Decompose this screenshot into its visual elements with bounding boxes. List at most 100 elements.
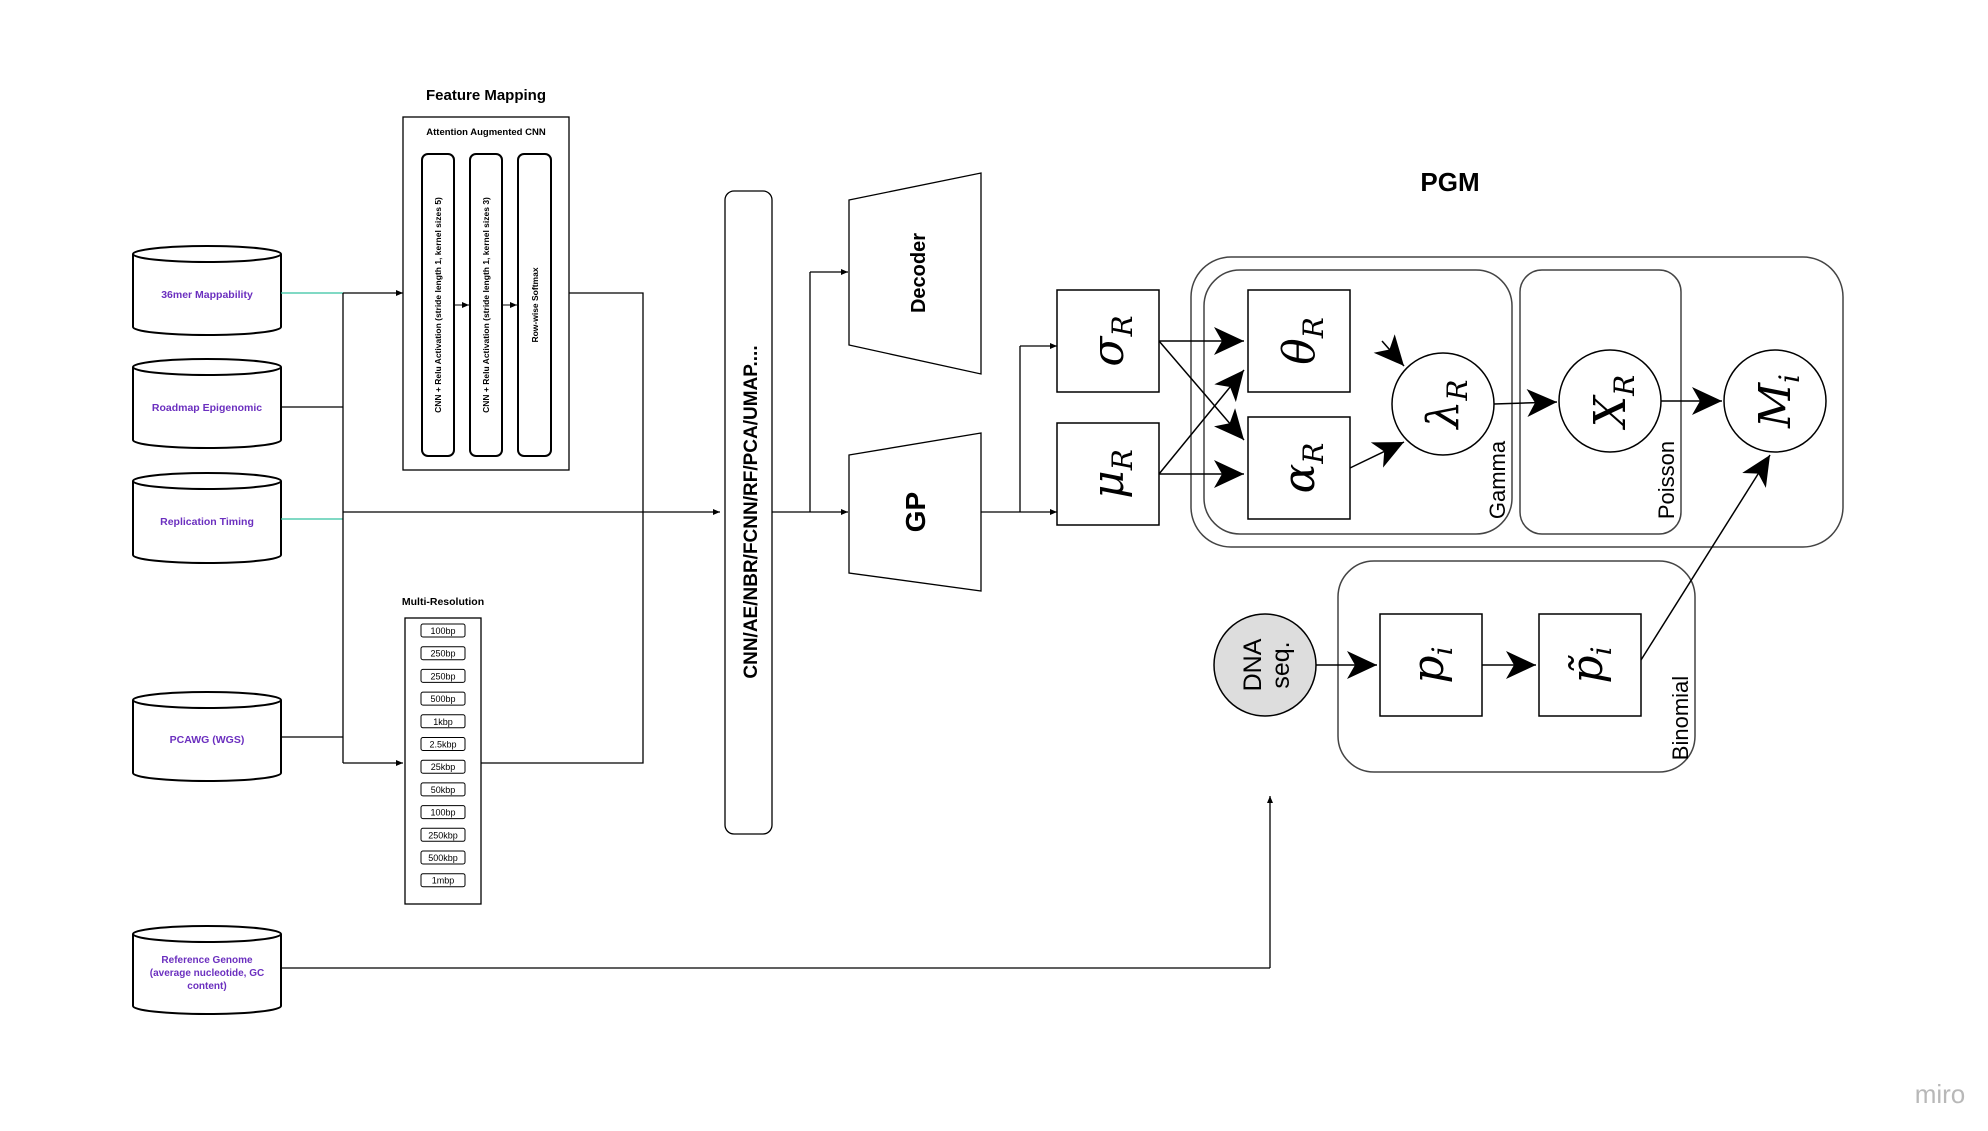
mu-symbol: μR bbox=[1083, 449, 1139, 499]
encoder-connectors bbox=[772, 269, 848, 515]
resolution-item-label: 100bp bbox=[430, 626, 455, 636]
feature-mapping: Feature Mapping Attention Augmented CNN … bbox=[402, 87, 570, 471]
resolution-item: 500kbp bbox=[420, 850, 466, 865]
p-tilde-symbol: p̃i bbox=[1562, 646, 1618, 683]
pgm-title: PGM bbox=[1420, 167, 1479, 197]
resolution-item: 250bp bbox=[420, 646, 466, 661]
resolution-item-box bbox=[420, 782, 466, 797]
multi-resolution-title: Multi-Resolution bbox=[402, 596, 484, 608]
decoder-label: Decoder bbox=[908, 233, 930, 313]
resolution-item-box bbox=[420, 646, 466, 661]
theta-node bbox=[1247, 289, 1351, 393]
theta-symbol: θR bbox=[1274, 317, 1330, 365]
source-pcawg-label: PCAWG (WGS) bbox=[170, 734, 245, 746]
resolution-item-box bbox=[420, 873, 466, 888]
lambda-symbol: λR bbox=[1418, 380, 1474, 431]
resolution-item: 100bp bbox=[420, 805, 466, 820]
softmax-layer bbox=[517, 153, 552, 457]
dna-seq-label: DNA seq. bbox=[1239, 638, 1295, 691]
svg-text:seq.: seq. bbox=[1267, 641, 1295, 688]
resolution-item: 100bp bbox=[420, 623, 466, 638]
svg-text:DNA: DNA bbox=[1239, 638, 1267, 691]
resolution-item: 50kbp bbox=[420, 782, 466, 797]
reference-label-line2: (average nucleotide, GC bbox=[150, 968, 264, 979]
m-node bbox=[1723, 349, 1827, 453]
encoder: CNN/AE/NBR/FCNN/RF/PCA/UMAP.... bbox=[724, 190, 773, 835]
source-connectors bbox=[281, 290, 1273, 969]
source-roadmap-label: Roadmap Epigenomic bbox=[152, 402, 262, 414]
pgm-edges bbox=[1158, 327, 1771, 679]
cnn-title: Attention Augmented CNN bbox=[426, 127, 546, 138]
multi-resolution: Multi-Resolution 100bp 250bp 250bp 500bp 1kb… bbox=[402, 596, 484, 905]
p-tilde-node bbox=[1538, 613, 1642, 717]
cnn-layer-2-label: CNN + Relu Activation (stride length 1, … bbox=[481, 197, 491, 413]
encoder-label: CNN/AE/NBR/FCNN/RF/PCA/UMAP.... bbox=[741, 345, 762, 678]
resolution-item-box bbox=[420, 623, 466, 638]
resolution-item: 250bp bbox=[420, 668, 466, 683]
m-symbol: Mi bbox=[1750, 374, 1806, 429]
resolution-item: 500bp bbox=[420, 691, 466, 706]
resolution-item-label: 250bp bbox=[430, 671, 455, 681]
resolution-item-box bbox=[420, 759, 466, 774]
resolution-item-box bbox=[420, 668, 466, 683]
x-symbol: XR bbox=[1585, 375, 1641, 430]
poisson-plate bbox=[1519, 269, 1682, 535]
binomial-plate bbox=[1337, 560, 1696, 773]
softmax-label: Row-wise Softmax bbox=[530, 267, 540, 342]
gamma-label: Gamma bbox=[1485, 440, 1510, 519]
resolution-item-label: 1mbp bbox=[432, 876, 455, 886]
source-replication: Replication Timing bbox=[132, 472, 282, 564]
feature-mapping-title: Feature Mapping bbox=[426, 87, 546, 104]
sigma-symbol: σR bbox=[1083, 315, 1139, 366]
source-mappability-label: 36mer Mappability bbox=[161, 289, 253, 301]
source-pcawg: PCAWG (WGS) bbox=[132, 691, 282, 782]
resolution-item: 25kbp bbox=[420, 759, 466, 774]
miro-watermark: miro bbox=[1915, 1079, 1966, 1109]
resolution-item-label: 25kbp bbox=[431, 762, 456, 772]
svg-text:pi: pi bbox=[1403, 646, 1459, 683]
resolution-item: 1mbp bbox=[420, 873, 466, 888]
pgm: PGM Gamma Poisson Binomial σR μR θR αR bbox=[1056, 167, 1844, 773]
resolution-item-label: 250bp bbox=[430, 649, 455, 659]
resolution-item: 250kbp bbox=[420, 827, 466, 842]
svg-text:σR: σR bbox=[1083, 315, 1139, 366]
svg-text:p̃i: p̃i bbox=[1562, 646, 1618, 683]
resolution-item-label: 100bp bbox=[430, 808, 455, 818]
poisson-label: Poisson bbox=[1654, 441, 1679, 519]
resolution-item-box bbox=[420, 691, 466, 706]
alpha-node bbox=[1247, 416, 1351, 520]
resolution-item-box bbox=[420, 850, 466, 865]
svg-text:λR: λR bbox=[1418, 380, 1474, 431]
svg-text:θR: θR bbox=[1274, 317, 1330, 365]
resolution-item-label: 1kbp bbox=[433, 717, 453, 727]
source-mappability: 36mer Mappability bbox=[132, 245, 282, 336]
svg-text:αR: αR bbox=[1274, 443, 1330, 494]
mu-node bbox=[1056, 422, 1160, 526]
resolution-item-label: 500bp bbox=[430, 694, 455, 704]
p-symbol: pi bbox=[1403, 646, 1459, 683]
resolution-item-label: 500kbp bbox=[428, 853, 458, 863]
sigma-node bbox=[1056, 289, 1160, 393]
binomial-label: Binomial bbox=[1668, 676, 1693, 760]
resolution-item-label: 50kbp bbox=[431, 785, 456, 795]
source-replication-label: Replication Timing bbox=[160, 516, 254, 528]
source-roadmap: Roadmap Epigenomic bbox=[132, 358, 282, 449]
resolution-list: 100bp 250bp 250bp 500bp 1kbp 2.5kbp 25kbp 50kbp… bbox=[420, 623, 466, 888]
resolution-item-label: 250kbp bbox=[428, 830, 458, 840]
source-reference-genome: Reference Genome (average nucleotide, GC… bbox=[132, 925, 282, 1015]
reference-label-line3: content) bbox=[187, 981, 226, 992]
resolution-item: 2.5kbp bbox=[420, 737, 466, 751]
svg-text:Mi: Mi bbox=[1750, 374, 1806, 429]
pgm-outer-plate bbox=[1190, 256, 1844, 548]
resolution-item-box bbox=[420, 827, 466, 842]
p-node bbox=[1379, 613, 1483, 717]
resolution-item-box bbox=[420, 737, 466, 751]
gp: GP bbox=[848, 432, 982, 592]
cnn-layer-1-label: CNN + Relu Activation (stride length 1, … bbox=[433, 197, 443, 413]
gp-connectors bbox=[981, 343, 1057, 515]
svg-text:μR: μR bbox=[1083, 449, 1139, 499]
resolution-item-box bbox=[420, 805, 466, 820]
decoder: Decoder bbox=[848, 172, 982, 375]
resolution-item: 1kbp bbox=[420, 714, 466, 729]
